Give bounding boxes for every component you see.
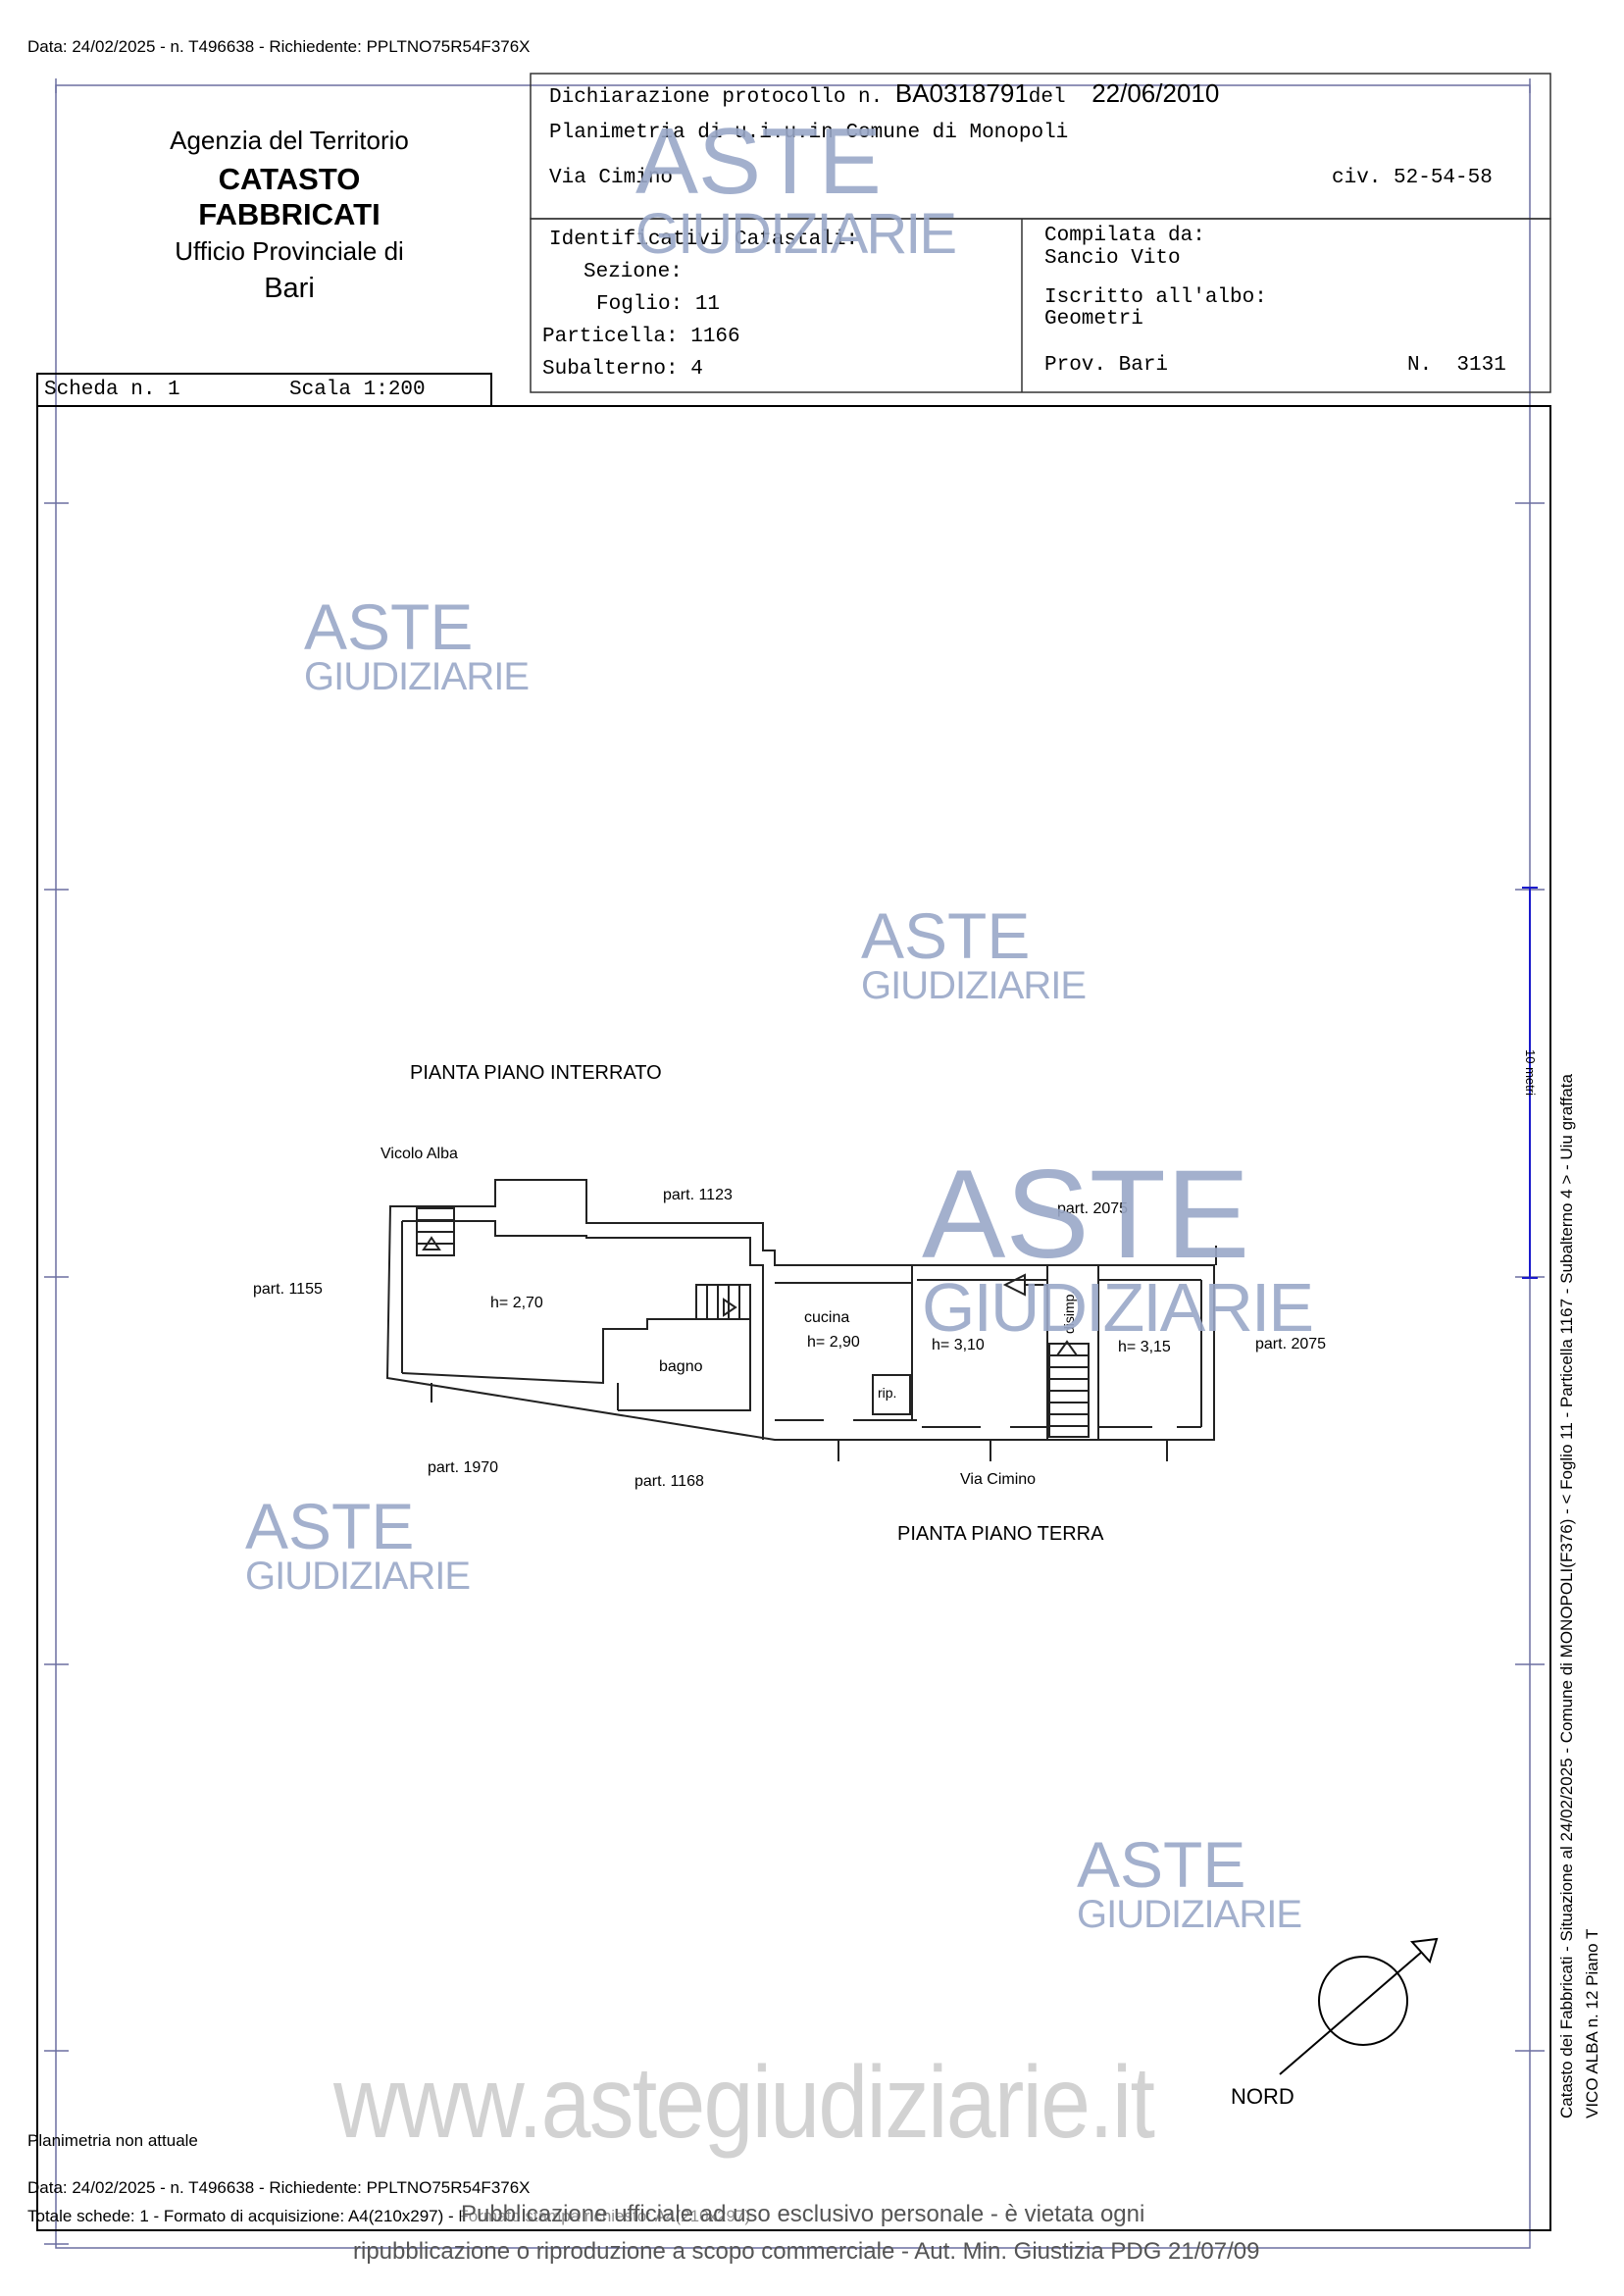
watermark-aste-3: ASTE GIUDIZIARIE xyxy=(861,899,1087,1007)
label-part-1168: part. 1168 xyxy=(634,1473,704,1490)
watermark-site: www.astegiudiziarie.it xyxy=(333,2046,1155,2160)
subalterno: Subalterno: 4 xyxy=(542,358,703,381)
watermark-aste-1: ASTE GIUDIZIARIE xyxy=(635,109,957,266)
label-part-2075-right: part. 2075 xyxy=(1255,1336,1327,1352)
left-ticks xyxy=(44,502,69,2245)
label-h290: h= 2,90 xyxy=(807,1334,860,1351)
label-piano-terra: PIANTA PIANO TERRA xyxy=(897,1523,1104,1545)
label-part-2075-top: part. 2075 xyxy=(1057,1200,1129,1217)
main-border xyxy=(36,405,1551,2231)
foglio: Foglio: 11 xyxy=(596,293,721,316)
prov: Prov. Bari xyxy=(1044,354,1169,377)
via-line: Via Cimino xyxy=(549,167,674,189)
label-nord: NORD xyxy=(1231,2084,1294,2109)
label-h270: h= 2,70 xyxy=(490,1295,543,1311)
compilata-label: Compilata da: xyxy=(1044,225,1205,247)
watermark-aste-4: ASTE GIUDIZIARIE xyxy=(922,1145,1314,1346)
identificativi-title: Identificativi Catastali: xyxy=(549,229,859,251)
watermark-aste-6: ASTE GIUDIZIARIE xyxy=(1077,1828,1302,1936)
planimetria-line: Planimetria di u.i.u.in Comune di Monopo… xyxy=(549,122,1069,144)
footer-non-attuale: Planimetria non attuale xyxy=(27,2131,198,2150)
watermark-aste-5: ASTE GIUDIZIARIE xyxy=(245,1490,471,1598)
agency-name: Agenzia del Territorio xyxy=(170,126,409,155)
label-h315: h= 3,15 xyxy=(1118,1339,1171,1355)
label-piano-interrato: PIANTA PIANO INTERRATO xyxy=(410,1062,662,1084)
dichiarazione-line: Dichiarazione protocollo n. BA0318791del… xyxy=(549,78,1220,109)
floor-plan xyxy=(385,1179,1217,1461)
outer-wall xyxy=(385,1179,1215,1441)
scale-bar-label: 10 metri xyxy=(1523,1049,1538,1096)
scheda-number: Scheda n. 1 xyxy=(44,379,180,401)
footer-data: Data: 24/02/2025 - n. T496638 - Richiede… xyxy=(27,2178,531,2197)
scala: Scala 1:200 xyxy=(289,379,426,401)
label-part-1970: part. 1970 xyxy=(428,1459,499,1476)
albo-number: N. 3131 xyxy=(1407,354,1506,377)
label-h310: h= 3,10 xyxy=(932,1337,985,1353)
civ-line: civ. 52-54-58 xyxy=(1332,167,1493,189)
protocol-date: 22/06/2010 xyxy=(1091,78,1220,108)
compilata-name: Sancio Vito xyxy=(1044,247,1181,270)
footer-pubblicazione-1: Pubblicazione ufficiale ad uso esclusivo… xyxy=(461,2201,1145,2228)
albo-label: Iscritto all'albo: xyxy=(1044,286,1267,309)
footer-pubblicazione-2: ripubblicazione o riproduzione a scopo c… xyxy=(353,2238,1260,2265)
particella: Particella: 1166 xyxy=(542,326,740,348)
albo-value: Geometri xyxy=(1044,308,1143,331)
protocol-number: BA0318791 xyxy=(894,78,1029,108)
side-text-line2: VICO ALBA n. 12 Piano T xyxy=(1583,1928,1601,2118)
ufficio-city: Bari xyxy=(264,273,315,304)
ufficio-label: Ufficio Provinciale di xyxy=(175,236,404,266)
label-rip: rip. xyxy=(878,1385,897,1401)
label-part-1123: part. 1123 xyxy=(663,1187,733,1203)
label-via-cimino: Via Cimino xyxy=(960,1471,1037,1488)
label-bagno: bagno xyxy=(659,1358,703,1375)
north-arrow xyxy=(1279,1937,1439,2075)
label-vicolo-alba: Vicolo Alba xyxy=(381,1146,458,1162)
sezione: Sezione: xyxy=(584,261,683,283)
label-cucina: cucina xyxy=(804,1309,850,1326)
agency-block: Agenzia del Territorio CATASTO FABBRICAT… xyxy=(137,126,441,305)
label-part-1155: part. 1155 xyxy=(253,1281,323,1298)
header-box-bottom xyxy=(530,218,1551,393)
side-text-line1: Catasto dei Fabbricati - Situazione al 2… xyxy=(1557,1074,1576,2118)
top-info-line: Data: 24/02/2025 - n. T496638 - Richiede… xyxy=(27,37,531,56)
catasto-title: CATASTO FABBRICATI xyxy=(198,162,381,231)
watermark-aste-2: ASTE GIUDIZIARIE xyxy=(304,590,530,698)
